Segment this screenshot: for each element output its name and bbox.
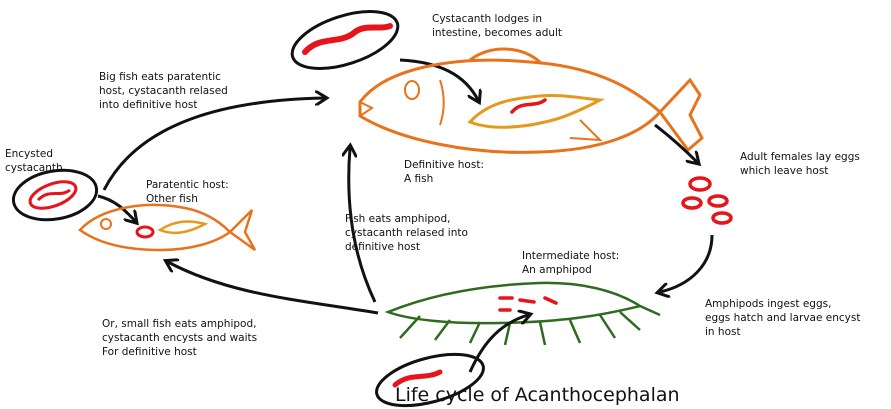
label-adult-females: Adult females lay eggs which leave host [740, 151, 863, 177]
arrow-eggs-to-amphipod [660, 235, 712, 292]
label-cystacanth-adult: Cystacanth lodges in intestine, becomes … [432, 13, 562, 39]
adult-worm-icon [285, 0, 404, 80]
label-small-fish-eats: Or, small fish eats amphipod, cystacanth… [102, 318, 260, 358]
label-encysted: Encysted cystacanth [5, 148, 63, 174]
arrow-amphipod-to-small-fish [168, 262, 378, 313]
arrow-small-fish-to-fish [104, 98, 324, 190]
amphipod-icon [388, 283, 660, 345]
label-fish-eats-amphipod: Fish eats amphipod, cystacanth relased i… [345, 213, 471, 253]
arrow-amphipod-to-fish [349, 148, 375, 302]
label-intermediate-host: Intermediate host: An amphipod [522, 250, 623, 276]
definitive-host-fish-icon [360, 49, 702, 152]
arrow-fish-to-eggs [655, 125, 697, 162]
label-amphipods-ingest: Amphipods ingest eggs, eggs hatch and la… [705, 298, 864, 338]
arrow-worm-to-fish [400, 60, 478, 100]
eggs-icon [683, 178, 731, 223]
paratentic-fish-icon [80, 205, 255, 250]
label-paratentic-host: Paratentic host: Other fish [146, 179, 232, 205]
diagram-caption: Life cycle of Acanthocephalan [395, 384, 680, 406]
label-definitive-host: Definitive host: A fish [404, 159, 487, 185]
label-big-fish-eats: Big fish eats paratentic host, cystacant… [99, 71, 231, 111]
